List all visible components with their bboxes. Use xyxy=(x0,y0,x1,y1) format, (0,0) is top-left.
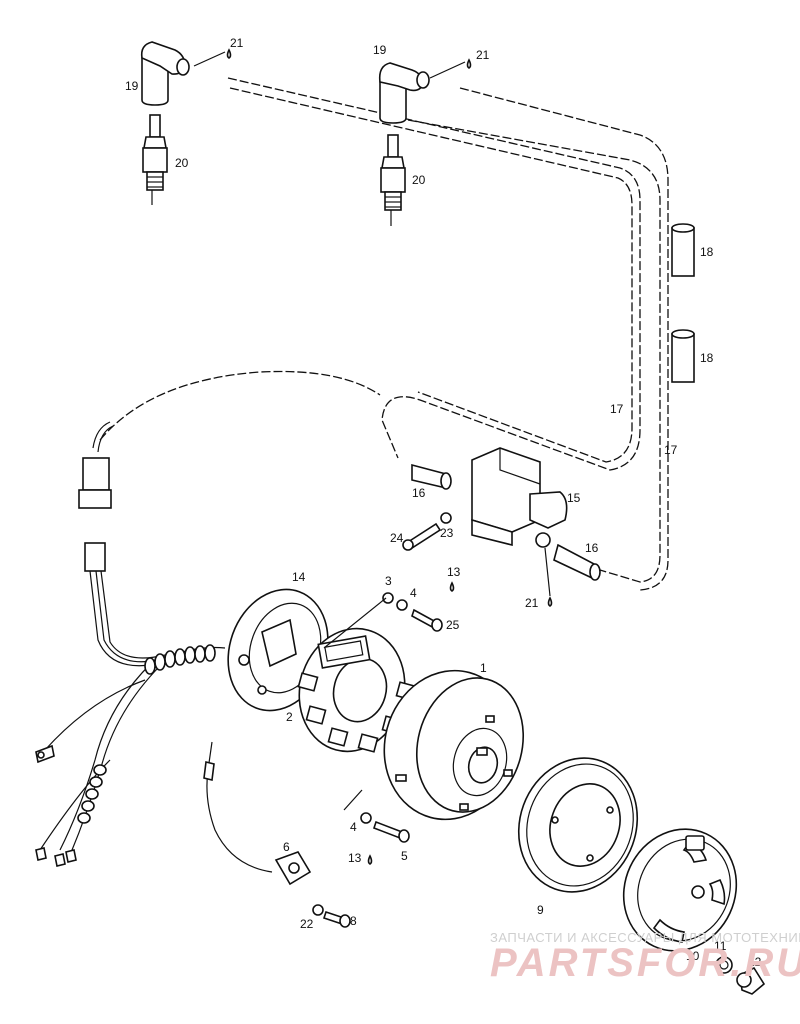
grease-drop-icon xyxy=(226,48,232,59)
wiring-harness xyxy=(39,370,381,856)
grease-drop-icon xyxy=(547,596,553,607)
callout-2: 2 xyxy=(286,710,293,724)
lock-washer-4-lower xyxy=(360,812,372,824)
callout-20-left: 20 xyxy=(175,156,189,170)
callout-21-right: 21 xyxy=(476,48,490,62)
callout-19-left: 19 xyxy=(125,79,139,93)
spark-plug-right xyxy=(380,134,406,226)
screw-5 xyxy=(372,820,410,843)
bolt-8 xyxy=(322,910,351,928)
callout-21-lower: 21 xyxy=(525,596,539,610)
callout-12: 12 xyxy=(748,955,762,969)
grease-drop-icon xyxy=(367,854,373,865)
flywheel xyxy=(383,669,525,821)
callout-22: 22 xyxy=(300,917,314,931)
grease-drop-icon xyxy=(466,58,472,69)
callout-18-lower: 18 xyxy=(700,351,714,365)
coil-bolt xyxy=(402,522,442,551)
callout-15: 15 xyxy=(567,491,581,505)
stator xyxy=(297,627,417,753)
callout-labels: 21 19 20 19 21 20 18 18 17 17 15 16 16 2… xyxy=(125,36,762,969)
callout-9: 9 xyxy=(537,903,544,917)
callout-5: 5 xyxy=(401,849,408,863)
callout-16-lower: 16 xyxy=(585,541,599,555)
nut-12 xyxy=(736,966,766,995)
callout-25: 25 xyxy=(446,618,460,632)
callout-17-inner: 17 xyxy=(610,402,624,416)
callout-14: 14 xyxy=(292,570,306,584)
grease-drop-icon xyxy=(449,581,455,592)
coil-connector-lower xyxy=(553,543,601,581)
fan-ring xyxy=(517,757,639,893)
spark-plug-cap-right xyxy=(378,62,430,124)
callout-17-outer: 17 xyxy=(664,443,678,457)
callout-11: 11 xyxy=(714,939,727,953)
callout-8: 8 xyxy=(350,914,357,928)
washer-22 xyxy=(312,904,324,916)
callout-23: 23 xyxy=(440,526,454,540)
washer-3 xyxy=(382,592,394,604)
callout-20-right: 20 xyxy=(412,173,426,187)
callout-13-lower: 13 xyxy=(348,851,362,865)
pickup-sensor xyxy=(203,741,312,886)
washer-11 xyxy=(715,956,733,974)
callout-16-upper: 16 xyxy=(412,486,426,500)
callout-24: 24 xyxy=(390,531,404,545)
watermark-brand: PARTSFOR.RU xyxy=(490,941,800,985)
coil-connector-upper xyxy=(411,463,452,490)
callout-19-right: 19 xyxy=(373,43,387,57)
spark-plug-left xyxy=(142,114,168,205)
sleeve-lower xyxy=(671,329,695,383)
callout-4-upper: 4 xyxy=(410,586,417,600)
callout-1: 1 xyxy=(480,661,487,675)
callout-18-upper: 18 xyxy=(700,245,714,259)
callout-10: 10 xyxy=(686,949,700,963)
callout-3: 3 xyxy=(385,574,392,588)
callout-4-lower: 4 xyxy=(350,820,357,834)
cable-sleeve-spiral xyxy=(77,644,216,824)
wire-terminals xyxy=(35,744,77,867)
coil-washer xyxy=(440,512,452,524)
ignition-lead-outer xyxy=(407,87,669,591)
watermark-tagline: ЗАПЧАСТИ И АКСЕССУАРЫ ДЛЯ МОТОТЕХНИКИ xyxy=(490,930,800,945)
rear-cover xyxy=(622,828,738,952)
screw-25 xyxy=(411,608,443,632)
spark-plug-cap-left xyxy=(140,41,190,106)
sleeve-upper xyxy=(671,223,695,277)
ignition-coil xyxy=(471,447,568,548)
callout-13-upper: 13 xyxy=(447,565,461,579)
lock-washer-4-upper xyxy=(396,599,408,611)
watermark: ЗАПЧАСТИ И АКСЕССУАРЫ ДЛЯ МОТОТЕХНИКИ PA… xyxy=(490,930,800,985)
callout-21-left: 21 xyxy=(230,36,244,50)
callout-6: 6 xyxy=(283,840,290,854)
ignition-lead-inner xyxy=(227,77,641,471)
